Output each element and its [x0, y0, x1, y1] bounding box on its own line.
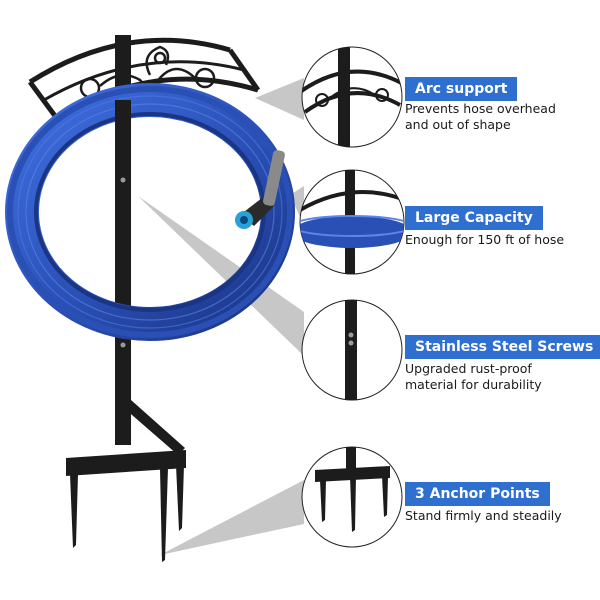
arc-support-detail [301, 46, 403, 148]
arc-support [27, 37, 261, 123]
feature-title: Large Capacity [405, 206, 543, 230]
feature-description: Stand firmly and steadily [405, 508, 562, 523]
feature-title: Arc support [405, 77, 518, 101]
feature-description: Enough for 150 ft of hose [405, 232, 565, 247]
feature-title: 3 Anchor Points [405, 482, 550, 506]
anchor-points-detail [301, 446, 403, 548]
spray-nozzle [235, 150, 285, 229]
hose-capacity-detail [299, 169, 405, 275]
feature-description: Prevents hose overhead and out of shape [405, 101, 556, 132]
feature-title: Stainless Steel Screws [405, 335, 600, 359]
screws-detail [301, 299, 403, 401]
feature-description: Upgraded rust-proof material for durabil… [405, 361, 542, 392]
hose-stand [27, 35, 261, 562]
